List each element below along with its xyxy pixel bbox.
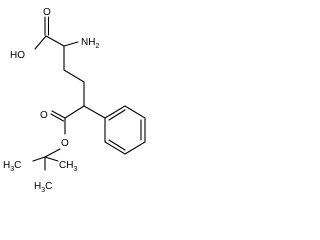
label-methyl-left-subscript: 3 [10,166,14,173]
bond-ester-c-double-o-b [50,113,65,122]
bond-ch2-ch2 [63,69,85,83]
phenyl-double-bond-3 [108,139,126,151]
bond-tbu-methyl-left [32,156,46,162]
label-methyl-right-subscript: 3 [73,166,77,173]
bond-o-tbu-c [44,148,61,158]
bond-alpha-nh2 [63,41,79,47]
bond-tbu-methyl-right [44,156,59,162]
bond-ch-ester-c [64,105,85,119]
label-amine: NH2 [81,37,99,50]
label-methyl-bottom-subscript: 3 [41,187,45,194]
bond-carboxyl-c-alpha [45,35,65,47]
phenyl-hexagon [104,105,146,155]
label-methyl-left-c: C [14,160,21,171]
label-methyl-right-ch: CH [59,160,73,171]
phenyl-ring [83,105,146,155]
chemical-structure: O HO NH2 O O H3C H3C CH3 [3,7,146,194]
label-methyl-right: CH3 [59,160,77,173]
label-methyl-bottom-c: C [45,181,52,192]
label-methyl-bottom-h: H [34,181,41,192]
label-ester-carbonyl-oxygen: O [40,110,48,121]
alpha-carbon-group [63,41,85,107]
phenyl-double-bond-1 [108,109,126,121]
bond-ch-phenyl [83,105,106,119]
bond-ester-c-double-o-a [51,110,66,119]
carboxylic-acid-group [34,16,65,50]
label-carboxyl-oxygen: O [43,7,51,18]
label-methyl-left-h: H [3,160,10,171]
label-methyl-left: H3C [3,160,21,173]
bond-carboxyl-c-oh [34,35,47,50]
ester-group [32,105,85,171]
label-methyl-bottom: H3C [34,181,52,194]
label-amine-subscript: 2 [95,43,99,50]
label-hydroxyl: HO [10,50,25,61]
atom-labels: O HO NH2 O O H3C H3C CH3 [3,7,99,194]
label-amine-main: NH [81,37,95,48]
label-ester-oxygen: O [61,138,69,149]
